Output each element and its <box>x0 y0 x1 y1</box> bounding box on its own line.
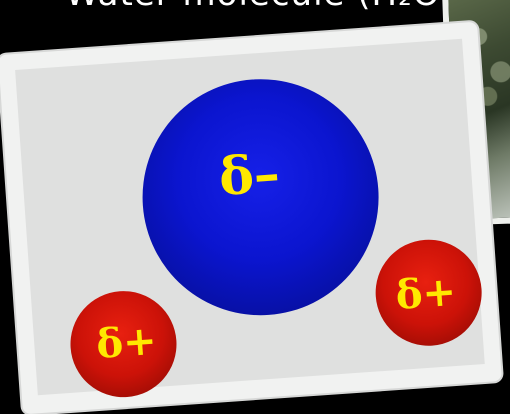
diagram-card: δ– δ+ δ+ <box>0 22 502 414</box>
hydrogen-left-charge-label: δ+ <box>95 321 158 365</box>
oxygen-charge-label: δ– <box>217 148 281 204</box>
slide-title: Water molecule (H₂O) <box>40 0 480 14</box>
hydrogen-right-charge-label: δ+ <box>394 272 457 316</box>
diagram-panel: δ– δ+ δ+ <box>15 39 485 395</box>
